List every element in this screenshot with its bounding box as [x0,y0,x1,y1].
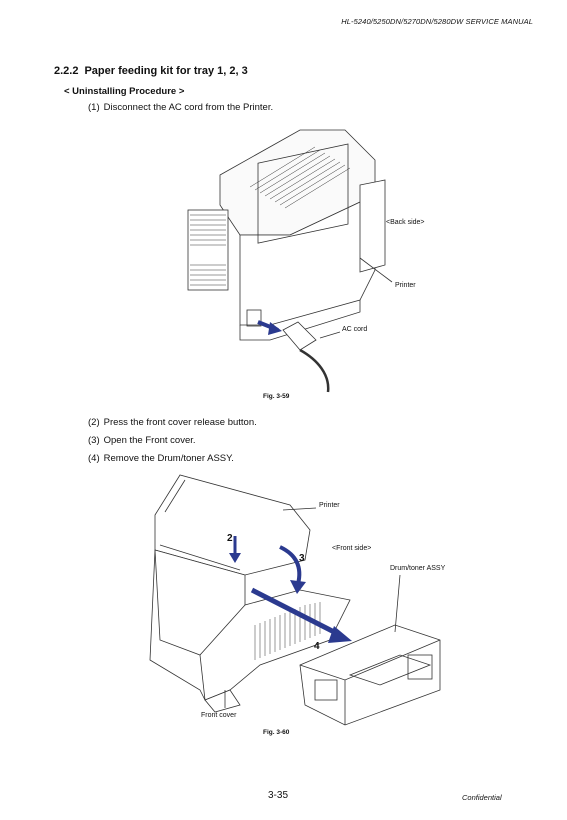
step-number: (2) [88,417,100,428]
callout-3: 3 [299,553,305,564]
step-number: (4) [88,453,100,464]
subsection-title: < Uninstalling Procedure > [64,86,185,97]
figure-caption-3-59: Fig. 3-59 [263,393,290,400]
step-number: (1) [88,102,100,113]
step-3: (3)Open the Front cover. [88,435,196,446]
manual-title: HL-5240/5250DN/5270DN/5280DW SERVICE MAN… [341,17,533,26]
step-text: Press the front cover release button. [103,417,257,428]
step-number: (3) [88,435,100,446]
label-printer-fig2: Printer [319,502,340,509]
callout-4: 4 [314,641,320,652]
label-printer-fig1: Printer [395,282,416,289]
section-number: 2.2.2 [54,65,79,77]
figure-caption-3-60: Fig. 3-60 [263,729,290,736]
step-1: (1)Disconnect the AC cord from the Print… [88,102,273,113]
label-back-side: <Back side> [386,219,425,226]
callout-2: 2 [227,533,233,544]
section-title: Paper feeding kit for tray 1, 2, 3 [84,65,248,77]
step-4: (4)Remove the Drum/toner ASSY. [88,453,234,464]
page-number: 3-35 [268,790,289,801]
step-2: (2)Press the front cover release button. [88,417,257,428]
label-drum-toner-assy: Drum/toner ASSY [390,565,446,572]
step-text: Disconnect the AC cord from the Printer. [103,102,274,113]
label-front-side: <Front side> [332,545,372,552]
confidential-label: Confidential [462,793,502,802]
step-text: Open the Front cover. [103,435,196,446]
section-heading: 2.2.2 Paper feeding kit for tray 1, 2, 3 [54,65,248,77]
step-text: Remove the Drum/toner ASSY. [103,453,234,464]
label-ac-cord: AC cord [342,326,368,333]
label-front-cover: Front cover [201,712,237,719]
